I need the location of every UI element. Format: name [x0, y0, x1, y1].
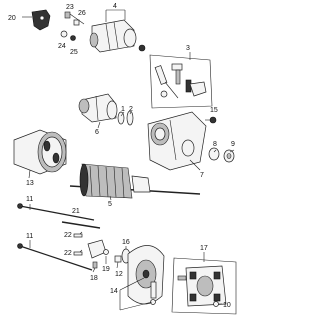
callout-22a: 22: [64, 232, 72, 239]
callout-22b: 22: [64, 250, 72, 257]
callout-20: 20: [8, 15, 16, 22]
callout-7: 7: [200, 172, 204, 179]
part-21-strip: [61, 221, 101, 229]
callout-24: 24: [58, 43, 66, 50]
parts-8-9-bushing-seal: [208, 147, 235, 163]
part-5-armature: [69, 163, 201, 199]
callout-21: 21: [72, 208, 80, 215]
callout-labels: 1 2 3 4 5 6 7 8 9 10 11 11 12 13 14 15 1…: [8, 3, 235, 309]
parts-11-through-bolts: [17, 203, 95, 271]
callout-11b: 11: [26, 233, 33, 240]
callout-16: 16: [122, 239, 130, 246]
part-7-drive-housing: [147, 111, 207, 171]
callout-2: 2: [129, 106, 133, 113]
callout-9: 9: [231, 141, 235, 148]
parts-22-18-19-screws: [73, 233, 109, 269]
part-10-nut: [213, 301, 219, 307]
callout-12: 12: [115, 271, 123, 278]
callout-14: 14: [110, 288, 118, 295]
part-20-terminal-bracket: [22, 9, 51, 31]
callout-5: 5: [108, 201, 112, 208]
callout-15: 15: [210, 107, 218, 114]
callout-25: 25: [70, 49, 78, 56]
callout-26: 26: [78, 10, 86, 17]
parts-1-2-washer-gear: [117, 110, 134, 126]
part-3-kit: [149, 54, 213, 109]
callout-23: 23: [66, 4, 74, 11]
callout-13: 13: [26, 180, 34, 187]
starter-motor-exploded-diagram: 1 2 3 4 5 6 7 8 9 10 11 11 12 13 14 15 1…: [8, 3, 237, 315]
part-4-solenoid: [89, 9, 146, 53]
part-6-drive-clutch: [78, 93, 118, 123]
callout-8: 8: [213, 141, 217, 148]
leader-lines: [28, 52, 235, 311]
part-13-yoke: [13, 129, 67, 175]
callout-1: 1: [121, 106, 125, 113]
callout-6: 6: [95, 129, 99, 136]
part-17-brush-holder: [171, 257, 237, 315]
callout-4: 4: [113, 3, 117, 10]
callout-17: 17: [200, 245, 208, 252]
callout-10: 10: [223, 302, 231, 309]
callout-11a: 11: [26, 196, 33, 203]
callout-19: 19: [102, 266, 110, 273]
callout-3: 3: [186, 45, 190, 52]
part-14-rear-cover: [127, 245, 165, 305]
parts-23-26-fasteners: [60, 11, 85, 41]
callout-18: 18: [90, 275, 98, 282]
part-15-nut: [209, 116, 217, 124]
